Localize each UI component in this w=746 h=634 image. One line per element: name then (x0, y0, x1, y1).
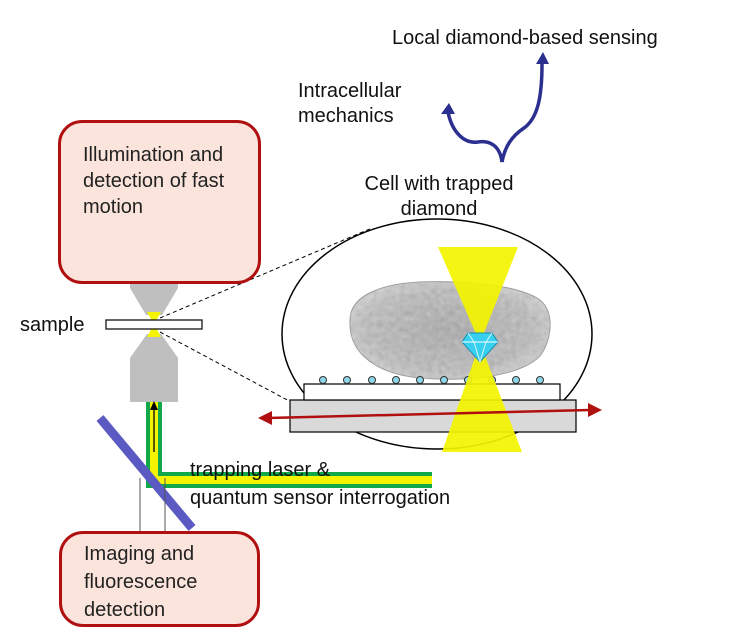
label-trapping-line2: quantum sensor interrogation (190, 487, 451, 509)
cell (349, 281, 551, 380)
sample-focus (147, 312, 161, 324)
illumination-box-label: Illumination and detection of fast motio… (83, 144, 225, 218)
imaging-box: Imaging and fluorescence detection (59, 531, 260, 627)
zoom-line-top (159, 227, 373, 319)
dichroic-mirror (96, 415, 196, 531)
diamond-icon (461, 332, 499, 364)
imaging-box-label: Imaging and fluorescence detection (84, 543, 198, 621)
label-intracellular: Intracellular mechanics (298, 80, 402, 127)
trapping-laser-cone (438, 247, 522, 452)
zoom-line-bottom (159, 331, 337, 427)
label-sample: sample (20, 314, 85, 336)
blue-branch-arrows (446, 63, 544, 163)
illumination-box: Illumination and detection of fast motio… (58, 120, 261, 284)
red-double-arrow (258, 403, 602, 425)
label-trapping-line1: trapping laser & (190, 459, 331, 481)
beam-up-arrow (150, 401, 158, 452)
label-cell-trapped: Cell with trapped diamond (364, 173, 514, 220)
laser-beam-path (146, 402, 432, 488)
sample-slide (105, 319, 203, 330)
cover-plate (303, 383, 561, 401)
lower-objective (130, 334, 178, 402)
label-local-sensing: Local diamond-based sensing (392, 27, 658, 49)
